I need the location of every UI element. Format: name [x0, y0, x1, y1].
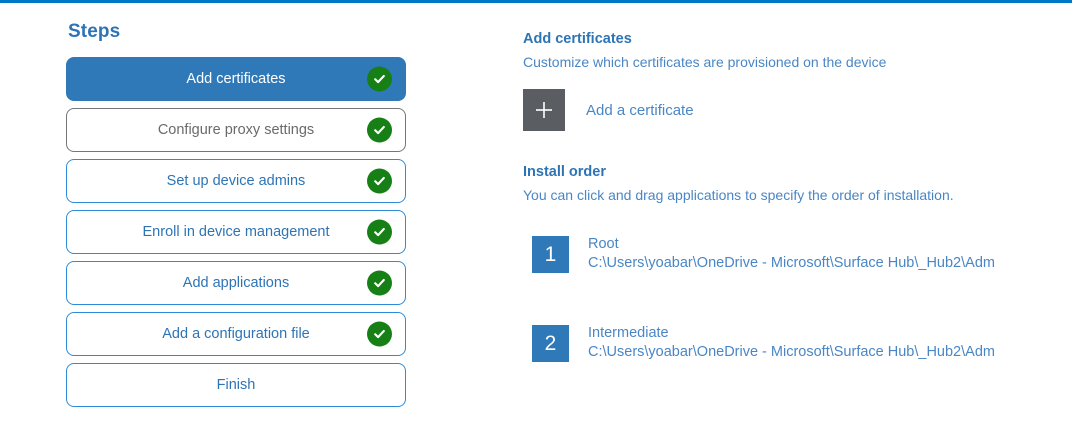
detail-panel: Add certificates Customize which certifi… — [523, 29, 1043, 362]
step-label: Add certificates — [186, 71, 286, 87]
install-order-path: C:\Users\yoabar\OneDrive - Microsoft\Sur… — [588, 344, 995, 360]
plus-icon — [533, 99, 555, 121]
install-order-name: Root — [588, 236, 619, 252]
install-order-name: Intermediate — [588, 325, 669, 341]
step-complete-check-icon — [367, 219, 392, 245]
step-button-configure-proxy-settings[interactable]: Configure proxy settings — [66, 108, 406, 152]
step-label: Add a configuration file — [162, 326, 310, 342]
step-label: Enroll in device management — [142, 224, 330, 240]
step-button-finish[interactable]: Finish — [66, 363, 406, 407]
step-button-enroll-in-device-management[interactable]: Enroll in device management — [66, 210, 406, 254]
step-button-add-applications[interactable]: Add applications — [66, 261, 406, 305]
step-complete-check-icon — [367, 168, 392, 194]
top-accent-rule — [0, 0, 1072, 3]
step-complete-check-icon — [367, 117, 392, 143]
install-order-number: 1 — [532, 236, 569, 273]
add-certificate-link[interactable]: Add a certificate — [586, 101, 694, 119]
step-button-add-certificates[interactable]: Add certificates — [66, 57, 406, 101]
step-complete-check-icon — [367, 270, 392, 296]
install-order-path: C:\Users\yoabar\OneDrive - Microsoft\Sur… — [588, 255, 995, 271]
step-button-set-up-device-admins[interactable]: Set up device admins — [66, 159, 406, 203]
add-certificate-row: Add a certificate — [523, 89, 1043, 131]
add-certificates-heading: Add certificates — [523, 31, 632, 47]
install-order-heading: Install order — [523, 164, 606, 180]
steps-title: Steps — [68, 21, 121, 42]
step-label: Finish — [216, 377, 256, 393]
install-order-number: 2 — [532, 325, 569, 362]
install-order-subheading: You can click and drag applications to s… — [523, 187, 954, 203]
step-label: Configure proxy settings — [157, 122, 315, 138]
step-button-add-a-configuration-file[interactable]: Add a configuration file — [66, 312, 406, 356]
step-label: Add applications — [182, 275, 290, 291]
add-certificates-subheading: Customize which certificates are provisi… — [523, 54, 887, 70]
step-complete-check-icon — [367, 66, 392, 92]
add-certificate-button[interactable] — [523, 89, 565, 131]
step-complete-check-icon — [367, 321, 392, 347]
step-label: Set up device admins — [166, 173, 306, 189]
